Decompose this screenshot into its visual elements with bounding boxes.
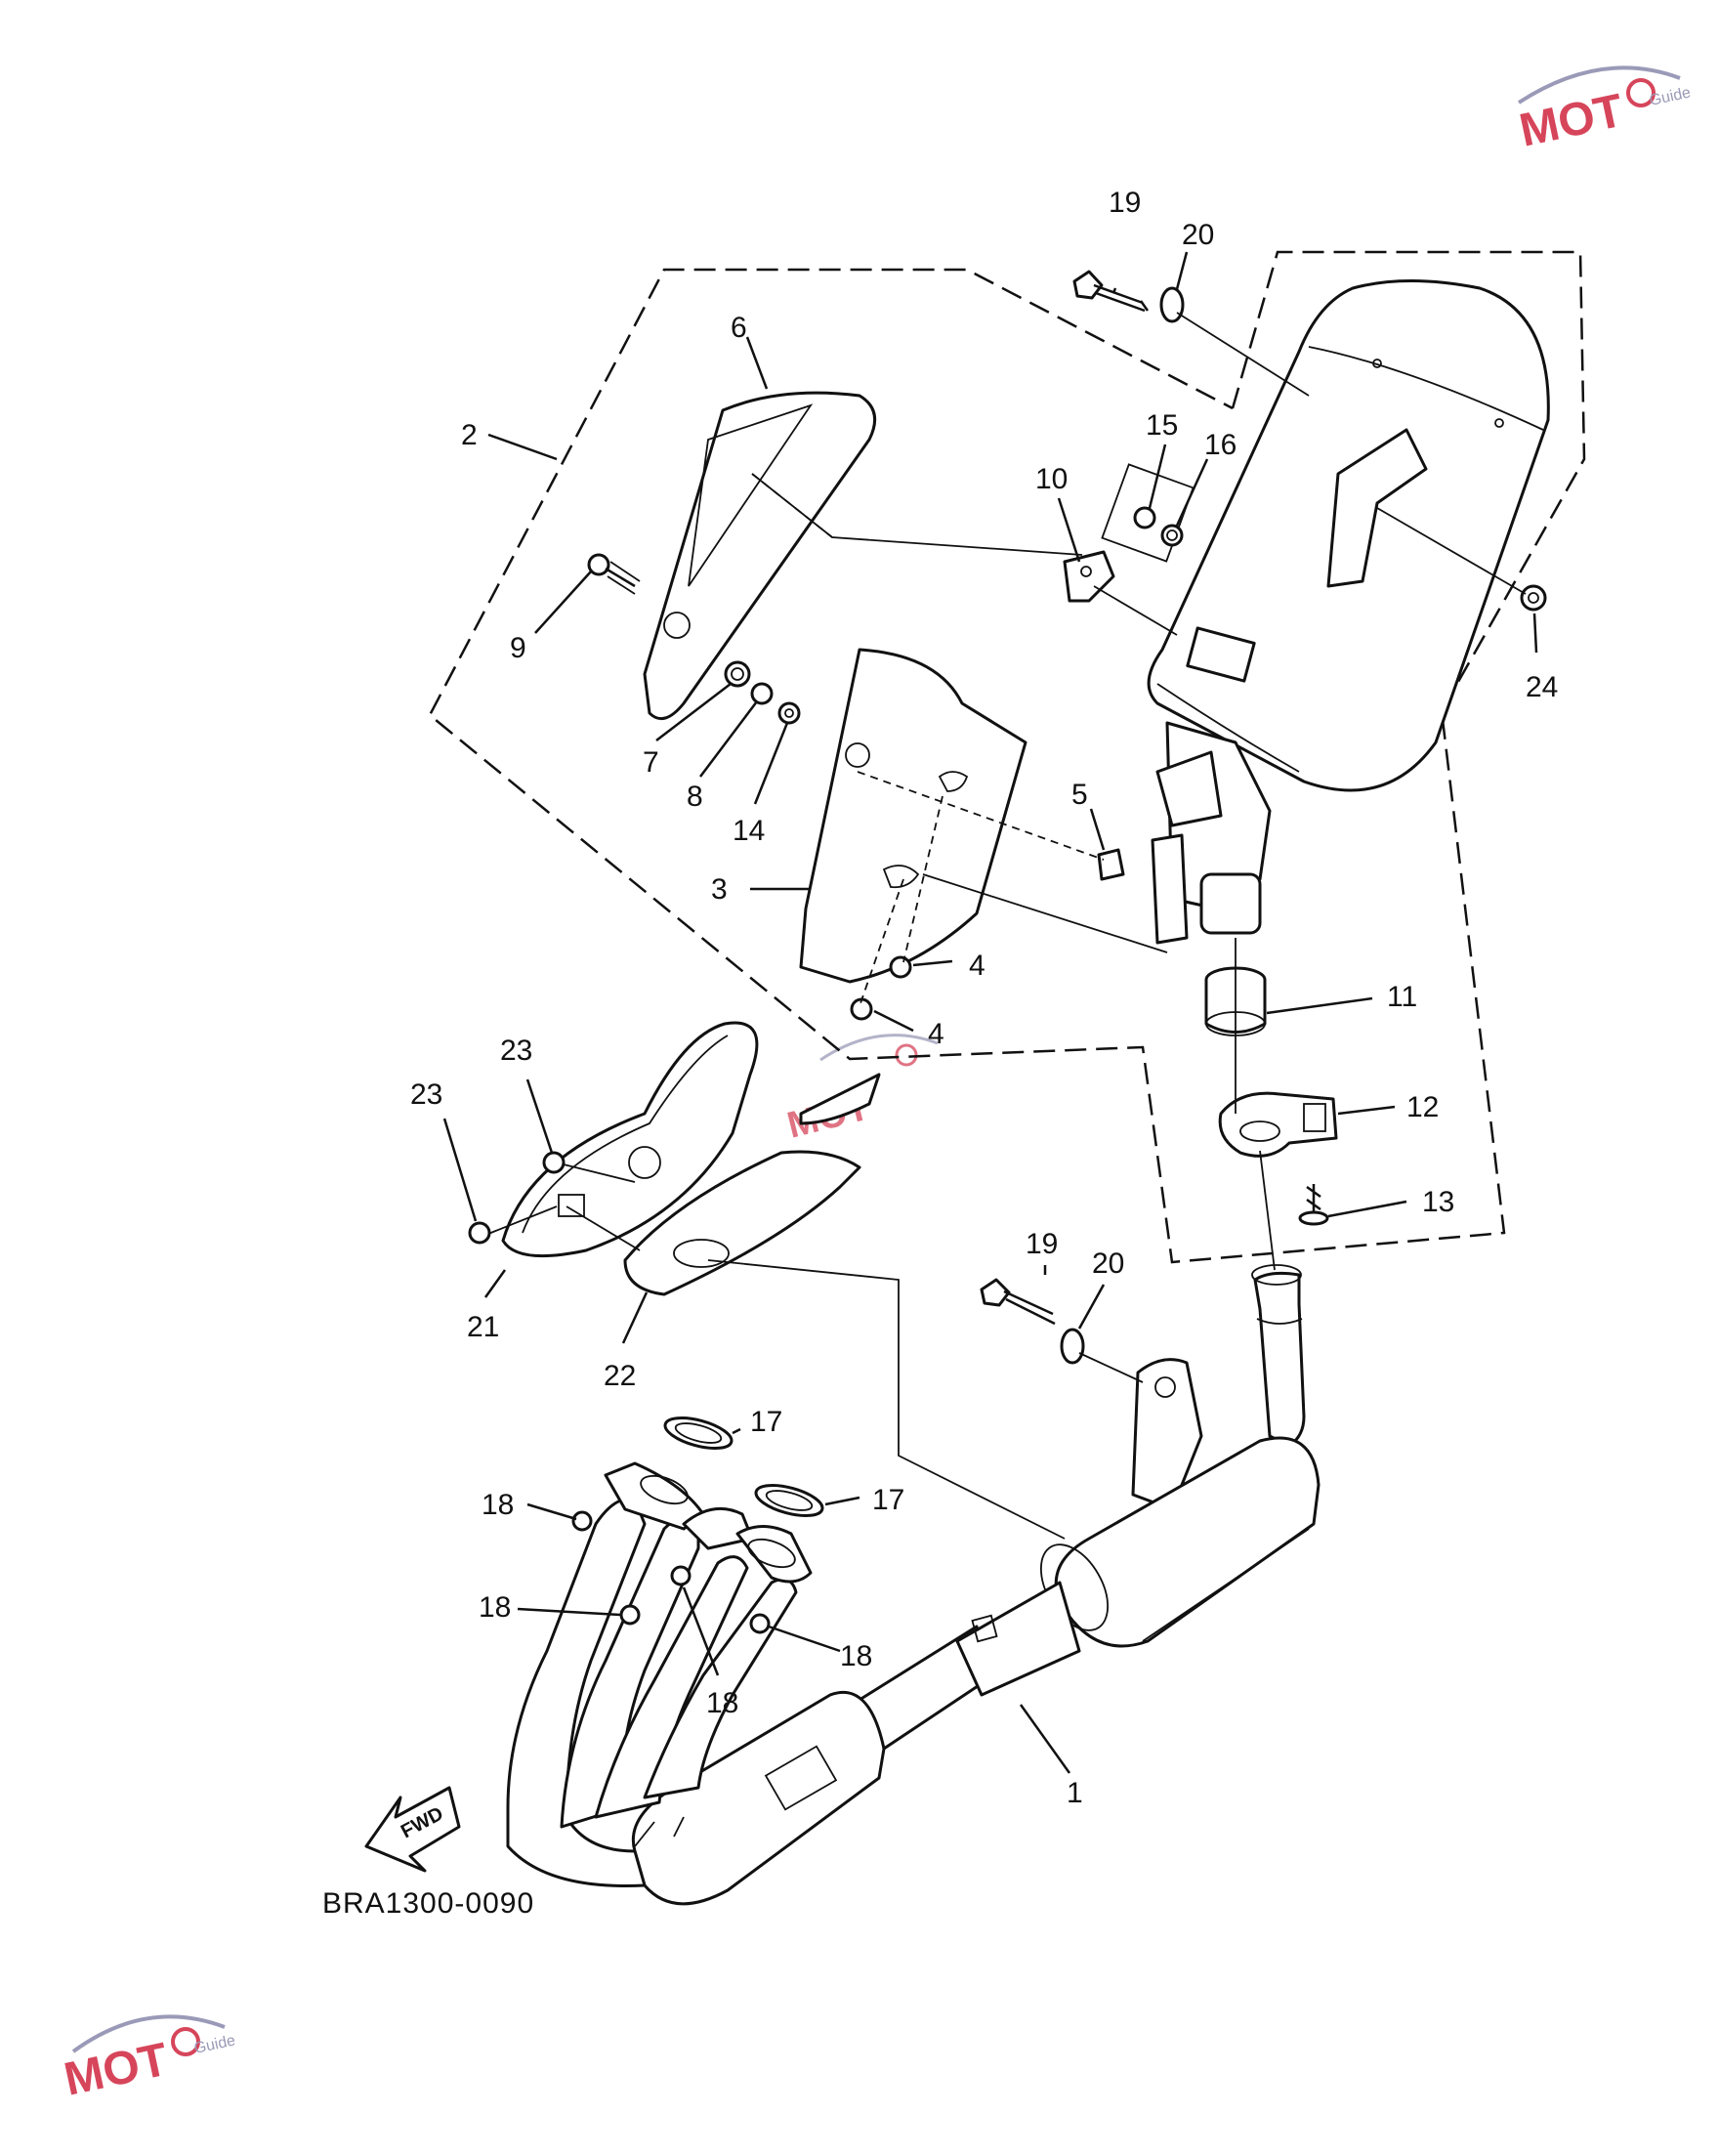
- fwd-arrow: FWD: [364, 1786, 461, 1873]
- callout-15: 15: [1146, 409, 1178, 442]
- callout-22: 22: [604, 1360, 636, 1392]
- diagram-code: BRA1300-0090: [322, 1887, 534, 1920]
- gasket-17a: [663, 1416, 734, 1450]
- callout-6: 6: [731, 312, 747, 344]
- callout-12: 12: [1406, 1091, 1439, 1123]
- callout-10: 10: [1035, 463, 1068, 495]
- nut-14: [777, 701, 801, 725]
- muffler: [1147, 279, 1550, 945]
- bolt-9: [587, 553, 641, 595]
- nut-18b: [619, 1604, 641, 1626]
- callout-1: 1: [1067, 1777, 1083, 1809]
- gasket-17b: [754, 1484, 824, 1517]
- nut-18a: [571, 1510, 593, 1532]
- clamp-12: [1218, 1091, 1338, 1158]
- nut-18d: [749, 1613, 771, 1634]
- protector-21: [501, 1021, 759, 1258]
- callout-23b: 23: [410, 1078, 442, 1111]
- callout-21: 21: [467, 1311, 499, 1343]
- watermark-text: MOT: [60, 2034, 172, 2106]
- callout-13: 13: [1422, 1186, 1454, 1218]
- callout-4b: 4: [928, 1018, 944, 1050]
- callout-20a: 20: [1182, 219, 1214, 251]
- alignment-lines: [487, 312, 1527, 1540]
- callout-8: 8: [687, 781, 703, 813]
- leader-lines: [442, 251, 1538, 1774]
- damper-7: [724, 660, 751, 688]
- watermark-sub: Guide: [192, 2032, 236, 2057]
- callout-19b: 19: [1026, 1228, 1058, 1260]
- nut-18c: [670, 1565, 692, 1586]
- damper-16-box: [1101, 463, 1195, 563]
- callout-18c: 18: [706, 1687, 738, 1719]
- callout-19a: 19: [1109, 187, 1141, 219]
- assembly-boundary-muffler: [428, 250, 1586, 1264]
- nut-4a: [889, 955, 912, 979]
- nut-16: [1160, 524, 1184, 547]
- callout-4a: 4: [969, 950, 985, 982]
- callout-5: 5: [1071, 779, 1088, 811]
- collar-8: [750, 682, 774, 705]
- callout-16: 16: [1204, 429, 1237, 461]
- callout-9: 9: [510, 632, 526, 664]
- bolt-23b: [468, 1221, 491, 1245]
- bolt-19-lower: [980, 1278, 1056, 1326]
- callout-18d: 18: [840, 1640, 872, 1672]
- heat-protector-upper: [643, 391, 877, 721]
- callout-14: 14: [733, 815, 765, 847]
- watermark-top-right: MOT Guide: [1515, 65, 1693, 157]
- collar-15: [1133, 506, 1156, 529]
- protector-22: [623, 1073, 881, 1296]
- callout-17a: 17: [750, 1406, 782, 1438]
- callout-17b: 17: [872, 1484, 904, 1516]
- callout-2: 2: [461, 419, 478, 451]
- callout-20b: 20: [1092, 1247, 1124, 1280]
- washer-20-lower: [1060, 1328, 1085, 1365]
- nut-24: [1520, 584, 1547, 612]
- watermark-bottom-left: MOT Guide: [60, 2014, 237, 2106]
- washer-20-upper: [1159, 286, 1185, 323]
- callout-labels: 1 2 3 4 4 5 6 7 8 9 10 11 12 13 14 15 16…: [410, 187, 1558, 1809]
- callout-23a: 23: [500, 1035, 532, 1067]
- callout-3: 3: [711, 873, 728, 906]
- callout-11: 11: [1387, 981, 1417, 1013]
- callout-7: 7: [643, 746, 659, 779]
- bolt-19-upper: [1072, 270, 1150, 313]
- heat-protector-lower: [799, 648, 1027, 984]
- band-5: [1097, 848, 1125, 881]
- callout-18a: 18: [482, 1489, 514, 1521]
- callout-24: 24: [1526, 671, 1558, 703]
- callout-18b: 18: [479, 1591, 511, 1624]
- exhaust-pipe-assembly: [506, 1264, 1321, 1906]
- bolt-13: [1298, 1184, 1329, 1226]
- bolt-23a: [542, 1151, 566, 1174]
